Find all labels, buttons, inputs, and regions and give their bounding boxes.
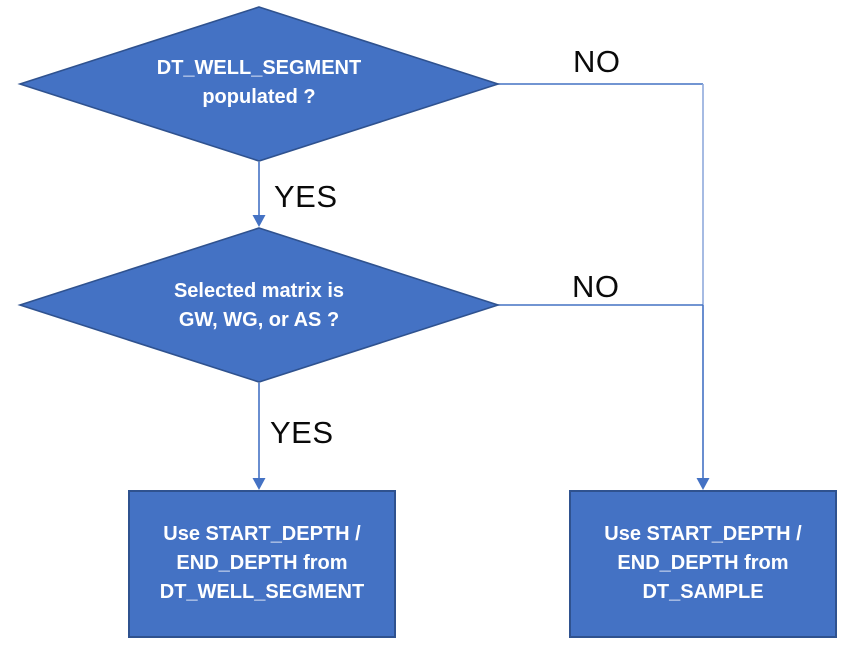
decision-diamond-1 xyxy=(17,6,501,162)
arrowhead-into-sample-box xyxy=(696,478,710,490)
decision-diamond-2 xyxy=(17,227,501,383)
arrowhead-into-decision-2 xyxy=(252,215,266,227)
arrowhead-into-well-segment-box xyxy=(252,478,266,490)
process-box-sample xyxy=(569,490,837,638)
process-box-well-segment xyxy=(128,490,396,638)
